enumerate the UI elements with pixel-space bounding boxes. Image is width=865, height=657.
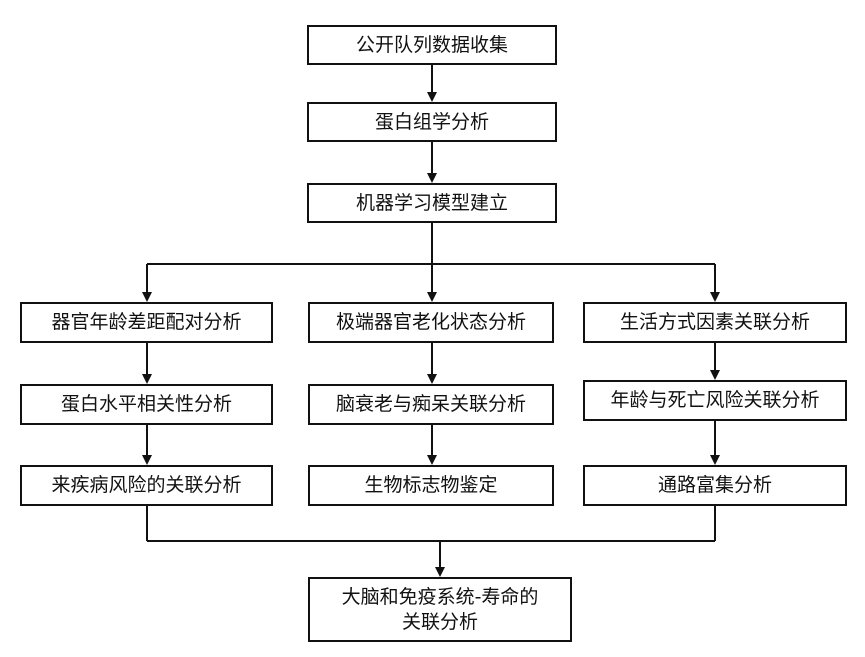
node-label: 生物标志物鉴定 (364, 474, 498, 497)
node-disease-risk: 来疾病风险的关联分析 (20, 465, 273, 506)
node-label: 蛋白组学分析 (374, 110, 489, 133)
node-label: 公开队列数据收集 (355, 33, 508, 56)
node-mortality-risk: 年龄与死亡风险关联分析 (583, 380, 847, 421)
node-protein-correlation: 蛋白水平相关性分析 (20, 384, 273, 425)
node-label-line2: 关联分析 (401, 610, 478, 633)
node-biomarker: 生物标志物鉴定 (308, 465, 554, 506)
node-data-collection: 公开队列数据收集 (307, 25, 557, 65)
node-label-group: 大脑和免疫系统-寿命的 关联分析 (342, 585, 539, 634)
node-brain-immune-longevity: 大脑和免疫系统-寿命的 关联分析 (308, 577, 572, 642)
node-label: 极端器官老化状态分析 (335, 311, 526, 334)
node-label: 来疾病风险的关联分析 (51, 474, 242, 497)
node-label: 通路富集分析 (657, 474, 772, 497)
node-extreme-aging: 极端器官老化状态分析 (308, 302, 554, 343)
node-lifestyle: 生活方式因素关联分析 (583, 302, 847, 343)
node-label: 年龄与死亡风险关联分析 (610, 389, 820, 412)
node-label: 脑衰老与痴呆关联分析 (335, 393, 526, 416)
node-label: 机器学习模型建立 (355, 191, 508, 214)
node-brain-dementia: 脑衰老与痴呆关联分析 (308, 384, 554, 425)
node-label: 器官年龄差距配对分析 (51, 311, 242, 334)
node-organ-age-gap: 器官年龄差距配对分析 (20, 302, 273, 343)
node-pathway-enrichment: 通路富集分析 (583, 465, 847, 506)
node-label-line1: 大脑和免疫系统-寿命的 (341, 585, 539, 608)
node-ml-model: 机器学习模型建立 (307, 183, 557, 223)
node-proteomics-analysis: 蛋白组学分析 (307, 102, 557, 142)
node-label: 蛋白水平相关性分析 (60, 393, 232, 416)
node-label: 生活方式因素关联分析 (619, 311, 810, 334)
